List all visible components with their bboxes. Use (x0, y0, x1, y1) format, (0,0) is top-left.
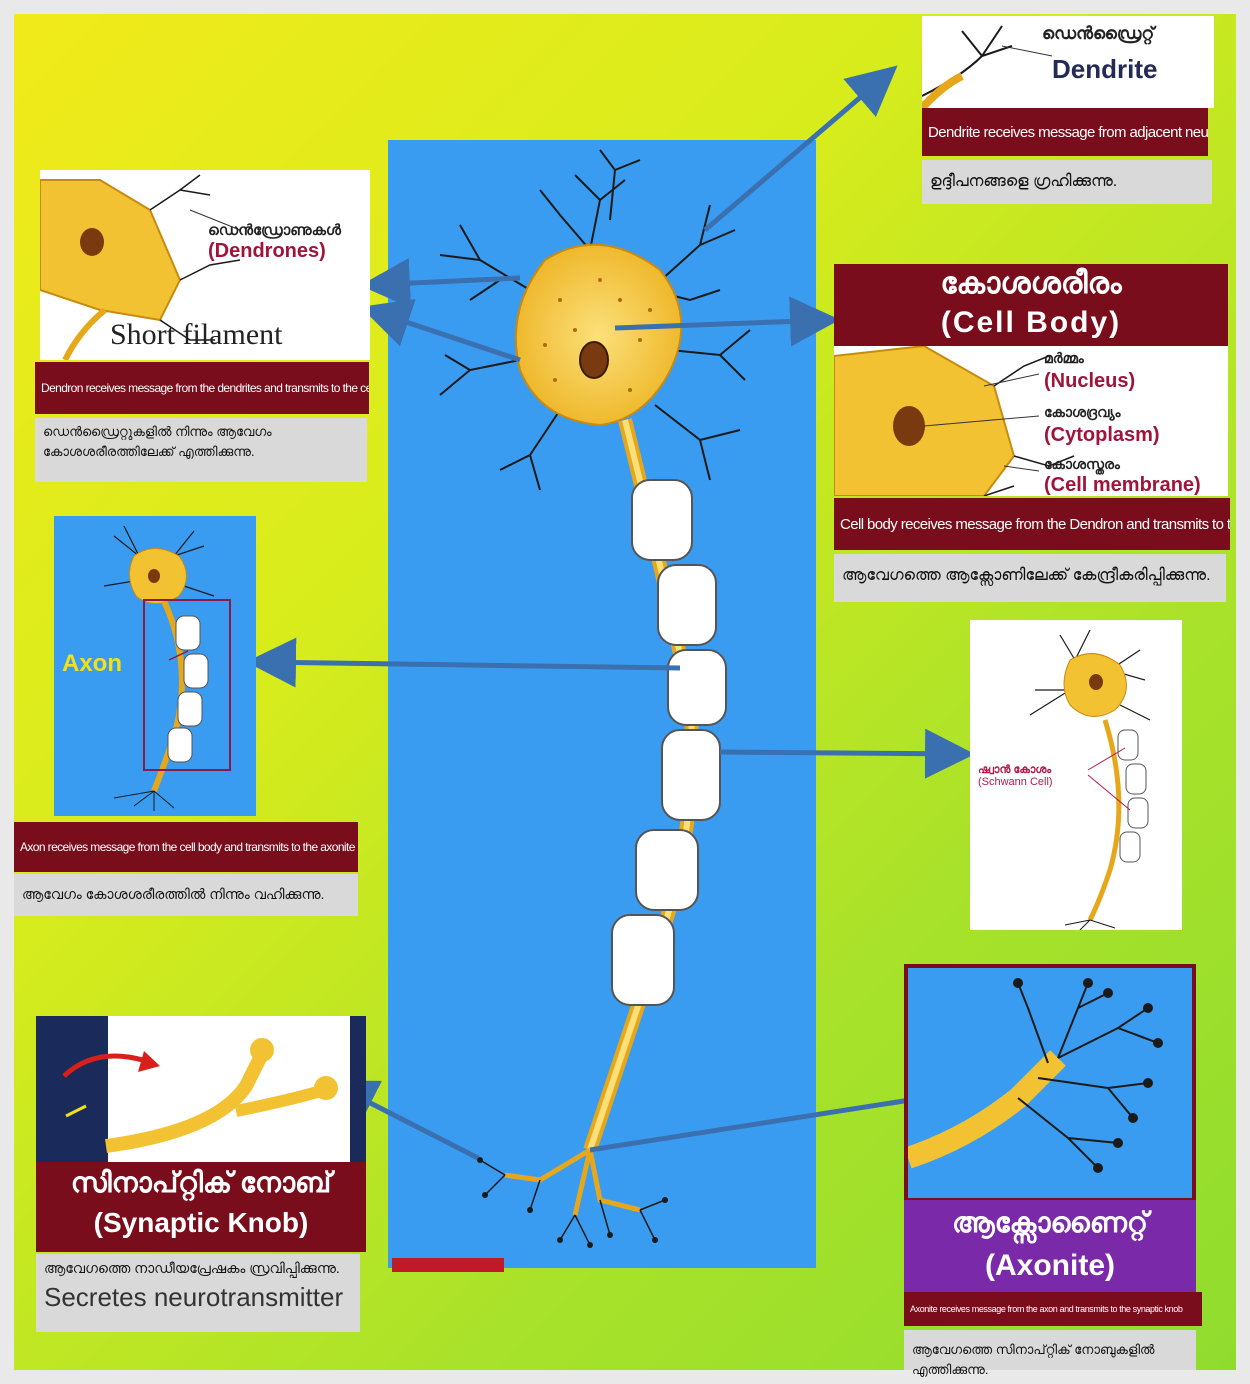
dendron-image-box: ഡെൻഡ്രോണുകൾ (Dendrones) Short filament (40, 170, 370, 360)
cell-body-title-ml: കോശശരീരം (834, 264, 1228, 304)
axonite-sketch (908, 968, 1196, 1202)
dendron-ml-label: ഡെൻഡ്രോണുകൾ (208, 222, 341, 239)
synaptic-caption-box: ആവേഗത്തെ നാഡീയപ്രേഷകം സ്രവിപ്പിക്കുന്നു.… (36, 1254, 360, 1332)
axon-image-box: Axon (54, 516, 256, 816)
axon-caption-en: Axon receives message from the cell body… (14, 822, 358, 872)
cytoplasm-en-label: (Cytoplasm) (1044, 424, 1160, 447)
nucleus-shape (580, 342, 608, 378)
schwann-cells (612, 480, 726, 1005)
synaptic-title-ml: സിനാപ്റ്റിക് നോബ് (36, 1162, 366, 1204)
bottom-red-tab (392, 1258, 504, 1272)
short-filament-label: Short filament (110, 318, 282, 352)
schwann-image-box: ഷ്വാൻ കോശം (Schwann Cell) (970, 620, 1182, 930)
axonite-caption-ml: ആവേഗത്തെ സിനാപ്റ്റിക് നോബുകളിൽ എത്തിക്കു… (904, 1330, 1196, 1370)
cell-body-caption-en: Cell body receives message from the Dend… (834, 498, 1230, 550)
cytoplasm-ml-label: കോശദ്രവ്യം (1044, 404, 1121, 421)
axonite-title-ml: ആക്സോണൈറ്റ് (904, 1200, 1196, 1246)
axonite-title-box: ആക്സോണൈറ്റ് (Axonite) (904, 1200, 1196, 1292)
dendrite-caption-ml: ഉദ്ദീപനങ്ങളെ ഗ്രഹിക്കുന്നു. (922, 160, 1212, 204)
cell-body-title-en: (Cell Body) (834, 304, 1228, 342)
dendrite-caption-en: Dendrite receives message from adjacent … (922, 108, 1208, 156)
cell-body-image-box: മർമ്മം (Nucleus) കോശദ്രവ്യം (Cytoplasm) … (834, 346, 1228, 496)
dendrite-image-box: ഡെൻഡ്രൈറ്റ് Dendrite (922, 16, 1214, 108)
nucleus-en-label: (Nucleus) (1044, 370, 1135, 393)
synaptic-sketch (36, 1016, 366, 1162)
axon-terminals (505, 1150, 640, 1215)
dendron-caption-en: Dendron receives message from the dendri… (35, 362, 369, 414)
schwann-en-label: (Schwann Cell) (978, 776, 1053, 788)
dendron-en-label: (Dendrones) (208, 240, 326, 263)
axonite-image-box (904, 964, 1196, 1202)
axon-caption-ml: ആവേഗം കോശശരീരത്തിൽ നിന്നും വഹിക്കുന്നു. (14, 874, 358, 916)
membrane-en-label: (Cell membrane) (1044, 474, 1201, 496)
synaptic-caption-en: Secretes neurotransmitter (44, 1278, 352, 1316)
dendrite-ml-label: ഡെൻഡ്രൈറ്റ് (1042, 24, 1154, 44)
axon-label: Axon (62, 650, 122, 678)
synaptic-title-en: (Synaptic Knob) (36, 1204, 366, 1242)
cell-body-caption-ml: ആവേഗത്തെ ആക്സോണിലേക്ക് കേന്ദ്രീകരിപ്പിക്… (834, 554, 1226, 602)
dendron-caption-ml: ഡെൻഡ്രൈറ്റുകളിൽ നിന്നും ആവേഗം കോശശരീരത്ത… (35, 418, 367, 482)
dendrite-en-label: Dendrite (1052, 54, 1157, 85)
cell-body-shape (516, 245, 681, 425)
synaptic-image-box (36, 1016, 366, 1162)
cell-body-title-box: കോശശരീരം (Cell Body) (834, 264, 1228, 346)
axonite-caption-en: Axonite receives message from the axon a… (904, 1292, 1202, 1326)
synaptic-title-box: സിനാപ്റ്റിക് നോബ് (Synaptic Knob) (36, 1162, 366, 1252)
nucleus-ml-label: മർമ്മം (1044, 350, 1084, 367)
synaptic-caption-ml: ആവേഗത്തെ നാഡീയപ്രേഷകം സ്രവിപ്പിക്കുന്നു. (44, 1258, 352, 1278)
axonite-title-en: (Axonite) (904, 1246, 1196, 1286)
membrane-ml-label: കോശസ്തരം (1044, 456, 1120, 473)
